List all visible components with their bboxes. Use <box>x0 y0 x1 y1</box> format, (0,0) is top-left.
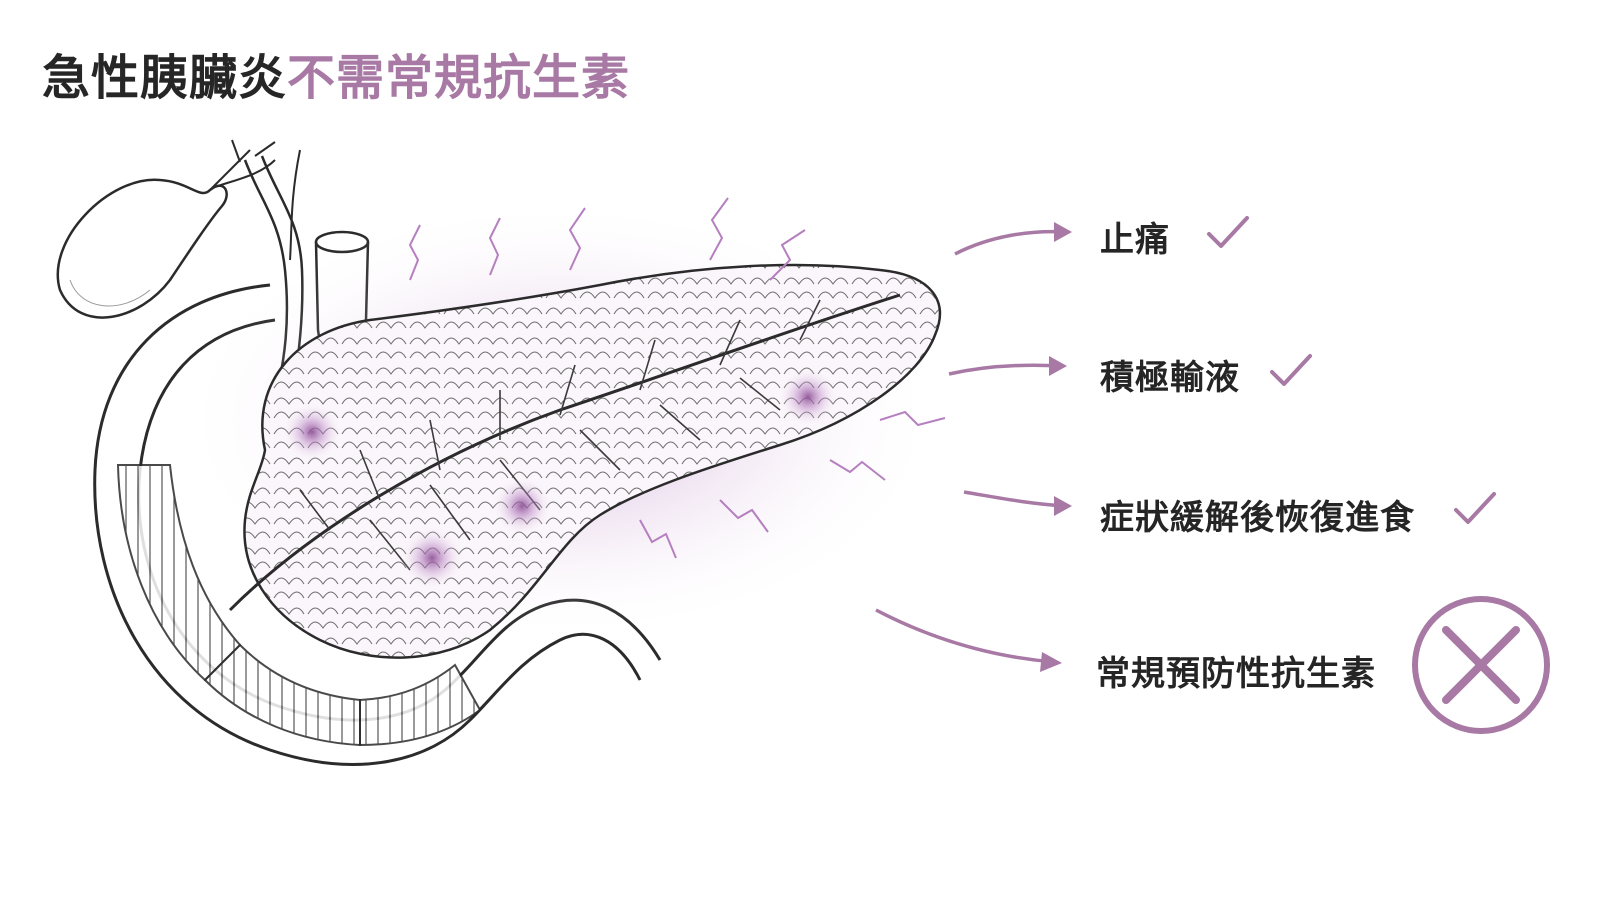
arrow-icon-pain-relief <box>954 222 1072 256</box>
x-circle-icon <box>1412 596 1550 734</box>
item-label: 常規預防性抗生素 <box>1096 654 1376 694</box>
checkmark-icon <box>1207 216 1249 248</box>
item-label: 積極輸液 <box>1100 358 1240 398</box>
pancreas <box>228 263 941 659</box>
list-item-feeding: 症狀緩解後恢復進食 <box>1100 490 1415 539</box>
checkmark-icon <box>1270 354 1312 386</box>
gallbladder <box>56 139 276 319</box>
page-title: 急性胰臟炎不需常規抗生素 <box>42 38 630 108</box>
arrow-icon-feeding <box>963 490 1072 516</box>
pain-zigzags <box>408 197 946 559</box>
arrow-icon-fluids <box>948 356 1067 376</box>
arrow-icon-antibiotics <box>875 608 1062 672</box>
item-label: 症狀緩解後恢復進食 <box>1100 498 1415 538</box>
list-item-pain-relief: 止痛 <box>1100 212 1170 261</box>
duodenum <box>93 283 662 766</box>
checkmark-icon <box>1454 492 1496 524</box>
title-main: 急性胰臟炎 <box>42 50 288 106</box>
title-emphasis: 不需常規抗生素 <box>287 50 631 106</box>
list-item-antibiotics: 常規預防性抗生素 <box>1096 646 1376 695</box>
list-item-fluids: 積極輸液 <box>1100 350 1240 399</box>
pancreas-illustration <box>56 139 946 766</box>
item-label: 止痛 <box>1100 220 1170 260</box>
